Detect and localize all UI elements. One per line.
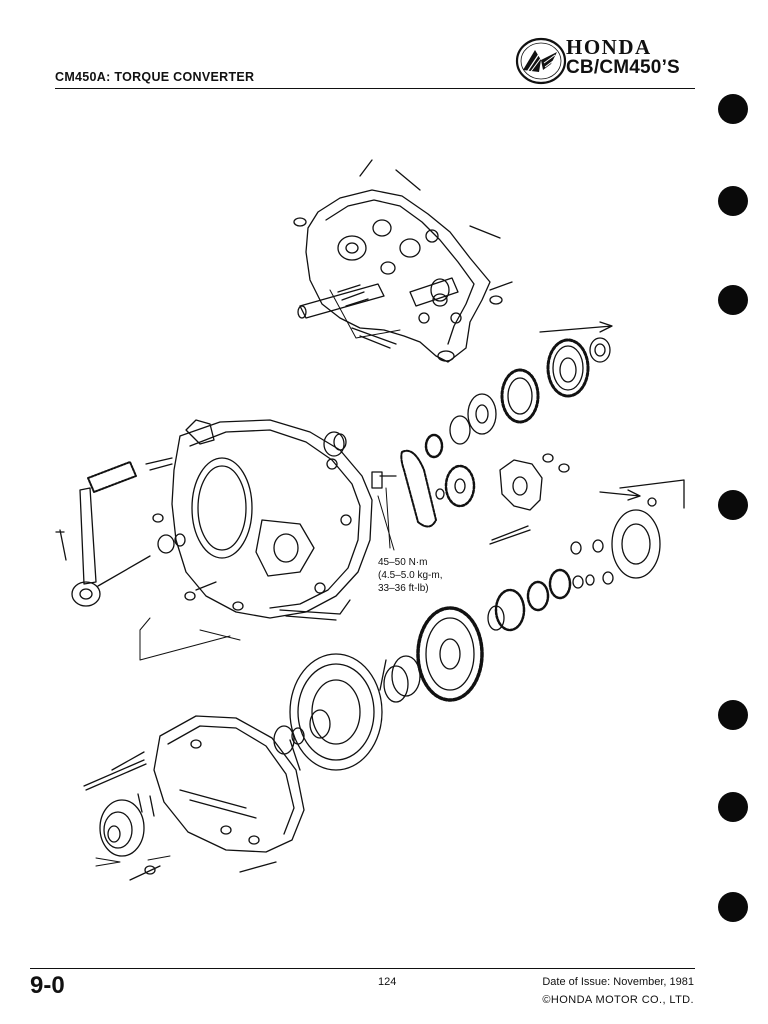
brand-name: HONDA xyxy=(566,35,652,59)
page-number: 124 xyxy=(378,976,397,988)
lead-lines xyxy=(95,289,401,867)
section-title: CM450A: TORQUE CONVERTER xyxy=(55,70,255,84)
punch-hole xyxy=(718,186,748,216)
crankcase-cover xyxy=(145,419,373,621)
honda-wing-logo-icon xyxy=(515,37,567,85)
punch-hole xyxy=(718,490,748,520)
torque-converter xyxy=(273,606,484,771)
torque-line: 45–50 N·m xyxy=(378,557,428,568)
torque-line: 33–36 ft-lb) xyxy=(378,583,429,594)
torque-line: (4.5–5.0 kg-m, xyxy=(378,570,443,581)
model-name: CB/CM450’S xyxy=(566,57,680,78)
kick-lever xyxy=(55,461,186,607)
issue-date: Date of Issue: November, 1981 xyxy=(542,976,694,988)
punch-hole xyxy=(718,892,748,922)
section-number: 9-0 xyxy=(30,972,65,999)
punch-hole xyxy=(718,700,748,730)
punch-hole xyxy=(718,285,748,315)
gear-stack xyxy=(400,321,613,528)
crankcase-illustration xyxy=(293,159,513,363)
punch-hole xyxy=(718,94,748,124)
oil-pump xyxy=(371,453,570,545)
outer-cover xyxy=(83,715,305,881)
punch-hole xyxy=(718,792,748,822)
footer-rule xyxy=(30,968,695,969)
copyright-notice: ©HONDA MOTOR CO., LTD. xyxy=(542,994,694,1006)
torque-spec-callout: 45–50 N·m (4.5–5.0 kg-m, 33–36 ft-lb) xyxy=(378,556,442,595)
clutch-parts xyxy=(487,479,685,632)
header-rule xyxy=(55,88,695,89)
